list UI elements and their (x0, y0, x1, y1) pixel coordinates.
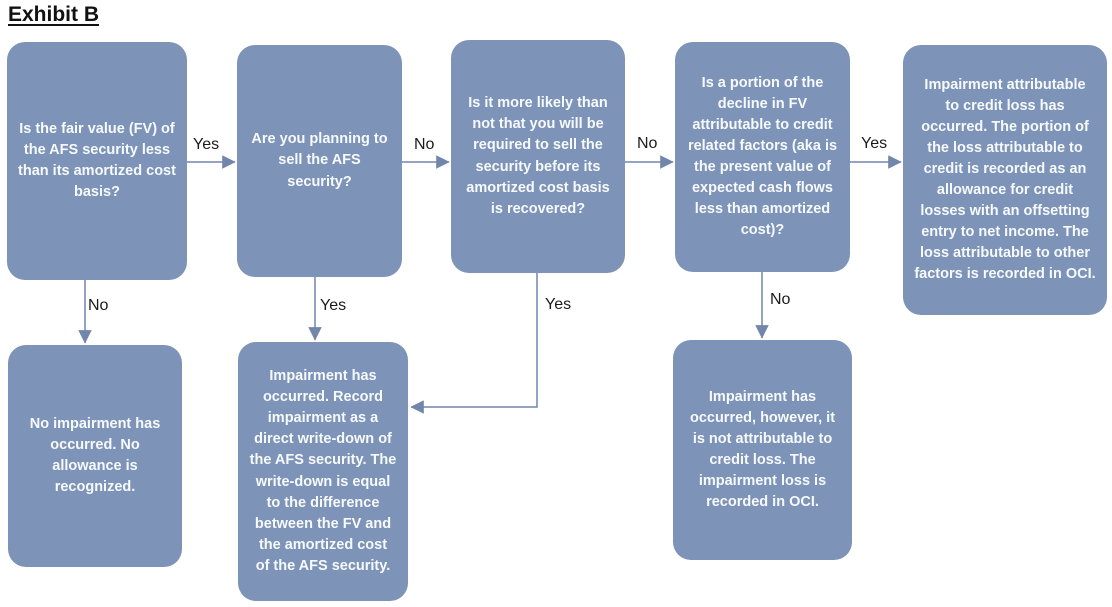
node-write-down-outcome: Impairment has occurred. Record impairme… (238, 342, 408, 601)
edge-label-credit-yes: Yes (861, 135, 888, 152)
node-required-sell-question-text: Is it more likely than not that you will… (466, 95, 610, 217)
node-fv-question: Is the fair value (FV) of the AFS securi… (7, 42, 187, 280)
edge-label-sell-yes: Yes (320, 297, 347, 314)
node-write-down-outcome-text: Impairment has occurred. Record impairme… (249, 368, 397, 574)
edge-label-required-yes: Yes (545, 296, 572, 313)
node-fv-question-text: Is the fair value (FV) of the AFS securi… (18, 120, 176, 201)
node-required-sell-question: Is it more likely than not that you will… (451, 40, 625, 273)
edge-label-fv-yes: Yes (193, 136, 220, 153)
node-planning-sell-question-text: Are you planning to sell the AFS securit… (251, 131, 388, 190)
node-no-impairment-outcome: No impairment has occurred. No allowance… (8, 345, 182, 567)
node-planning-sell-question: Are you planning to sell the AFS securit… (237, 45, 402, 277)
node-credit-loss-outcome-text: Impairment attributable to credit loss h… (914, 76, 1096, 283)
edge-label-sell-no: No (414, 136, 435, 153)
exhibit-title: Exhibit B (8, 3, 100, 26)
connector-required-yes (410, 273, 538, 414)
edge-label-required-no: No (637, 135, 658, 152)
node-credit-loss-outcome: Impairment attributable to credit loss h… (903, 45, 1107, 315)
node-credit-factors-question: Is a portion of the decline in FV attrib… (675, 42, 850, 272)
node-credit-factors-question-text: Is a portion of the decline in FV attrib… (687, 74, 838, 239)
node-oci-outcome-text: Impairment has occurred, however, it is … (689, 388, 836, 511)
node-no-impairment-outcome-text: No impairment has occurred. No allowance… (29, 415, 161, 496)
edge-label-credit-no: No (770, 291, 791, 308)
edge-label-fv-no: No (88, 297, 109, 314)
node-oci-outcome: Impairment has occurred, however, it is … (673, 340, 852, 560)
